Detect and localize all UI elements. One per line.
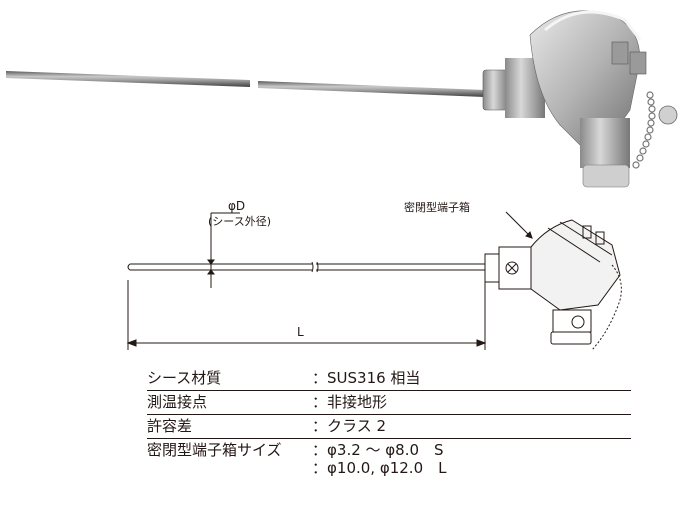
spec-key: 測温接点 — [147, 393, 208, 411]
spec-row: 許容差 ：クラス 2 — [147, 415, 631, 439]
terminal-head-label: 密閉型端子箱 — [404, 201, 470, 214]
spec-key: シース材質 — [147, 369, 222, 387]
product-photo — [6, 10, 678, 188]
dimension-drawing — [126, 211, 622, 351]
spec-value: ：φ3.2 ～ φ8.0 S — [312, 441, 444, 459]
spec-table: シース材質 ：SUS316 相当 測温接点 ：非接地形 許容差 ：クラス 2 密… — [147, 367, 631, 480]
spec-value: ：φ10.0, φ12.0 L — [312, 459, 447, 477]
spec-key: 密閉型端子箱サイズ — [147, 441, 282, 459]
sheath-diameter-note: (シース外径) — [208, 215, 272, 228]
spec-value-group: ：φ3.2 ～ φ8.0 S ：φ10.0, φ12.0 L — [312, 439, 631, 481]
length-label: L — [297, 325, 304, 339]
spec-value: ：クラス 2 — [312, 417, 387, 435]
spec-value: ：非接地形 — [312, 393, 388, 411]
spec-key: 許容差 — [147, 417, 193, 435]
spec-value: ：SUS316 相当 — [312, 369, 421, 387]
diameter-label: φD — [228, 199, 246, 213]
spec-row: 密閉型端子箱サイズ ：φ3.2 ～ φ8.0 S ：φ10.0, φ12.0 L — [147, 439, 631, 481]
spec-row: 測温接点 ：非接地形 — [147, 391, 631, 415]
spec-row: シース材質 ：SUS316 相当 — [147, 367, 631, 391]
